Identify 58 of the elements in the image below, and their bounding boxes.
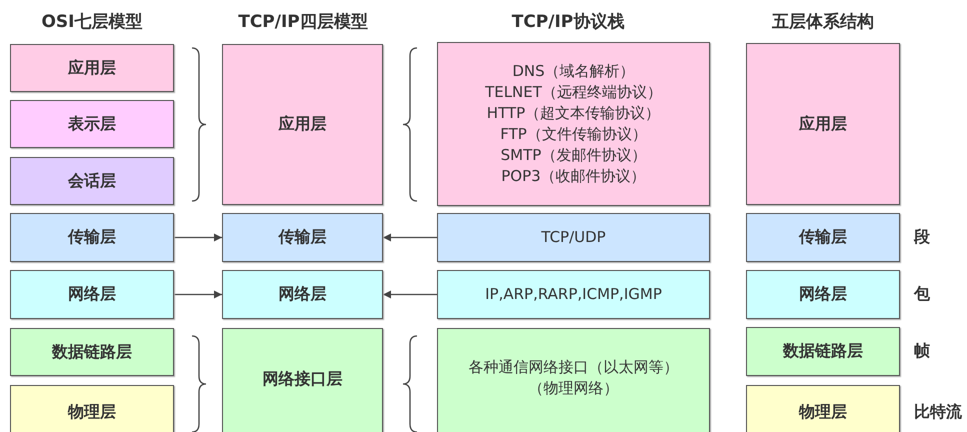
protocol-text: TCP/UDP [541, 227, 606, 248]
data-unit-label: 帧 [914, 340, 930, 362]
layer-box [222, 328, 383, 432]
arrow [174, 234, 222, 242]
layer-box [437, 270, 710, 319]
data-unit-label: 段 [914, 226, 930, 248]
layer-name: 传输层 [799, 227, 847, 248]
layer-box [10, 44, 174, 92]
protocol-text: DNS（域名解析） [512, 61, 635, 82]
column-heading: TCP/IP四层模型 [238, 11, 368, 33]
arrow [174, 290, 222, 298]
layer-box [746, 385, 900, 432]
layer-box [10, 213, 174, 262]
layer-name: 网络层 [278, 284, 326, 305]
layer-name: 传输层 [278, 227, 326, 248]
layer-name: 网络层 [68, 284, 116, 305]
column-heading: 五层体系结构 [772, 11, 874, 33]
layer-box [10, 385, 174, 432]
arrow [383, 290, 437, 298]
data-unit-label: 包 [914, 284, 930, 304]
layer-name: 网络层 [799, 284, 847, 305]
column-heading: OSI七层模型 [41, 11, 143, 33]
protocol-text: SMTP（发邮件协议） [500, 145, 646, 166]
layer-name: 表示层 [68, 114, 116, 134]
protocol-text: HTTP（超文本传输协议） [486, 103, 660, 124]
layer-name: 数据链路层 [52, 342, 132, 362]
layer-box [222, 213, 383, 262]
layer-box [437, 328, 710, 432]
layer-name: 物理层 [799, 402, 847, 423]
layer-name: 会话层 [68, 170, 116, 192]
layer-box [746, 327, 900, 376]
layer-box [222, 44, 383, 205]
data-unit-label: 比特流 [914, 402, 962, 422]
protocol-text: 各种通信网络接口（以太网等） [468, 357, 678, 378]
layer-name: 网络接口层 [262, 369, 342, 390]
protocol-text: IP,ARP,RARP,ICMP,IGMP [485, 284, 662, 305]
arrow [383, 234, 437, 242]
layer-box [10, 100, 174, 148]
layer-name: 应用层 [799, 114, 847, 134]
layer-box [10, 270, 174, 319]
layer-box [10, 157, 174, 205]
protocol-text: FTP（文件传输协议） [500, 124, 647, 145]
layer-name: 应用层 [68, 58, 116, 78]
layer-box [437, 213, 710, 262]
protocol-text: POP3（收邮件协议） [501, 166, 646, 187]
protocol-text: （物理网络） [528, 378, 618, 399]
layer-box [746, 213, 900, 262]
layer-name: 物理层 [68, 402, 116, 423]
layer-box [437, 42, 710, 206]
layer-box [222, 270, 383, 319]
layer-name: 应用层 [278, 114, 326, 135]
layer-box [746, 270, 900, 319]
column-heading: TCP/IP协议栈 [512, 11, 624, 33]
layer-box [10, 328, 174, 376]
layer-name: 传输层 [68, 227, 116, 248]
protocol-text: TELNET（远程终端协议） [485, 82, 662, 103]
layer-name: 数据链路层 [783, 341, 863, 362]
layer-box [746, 43, 900, 205]
